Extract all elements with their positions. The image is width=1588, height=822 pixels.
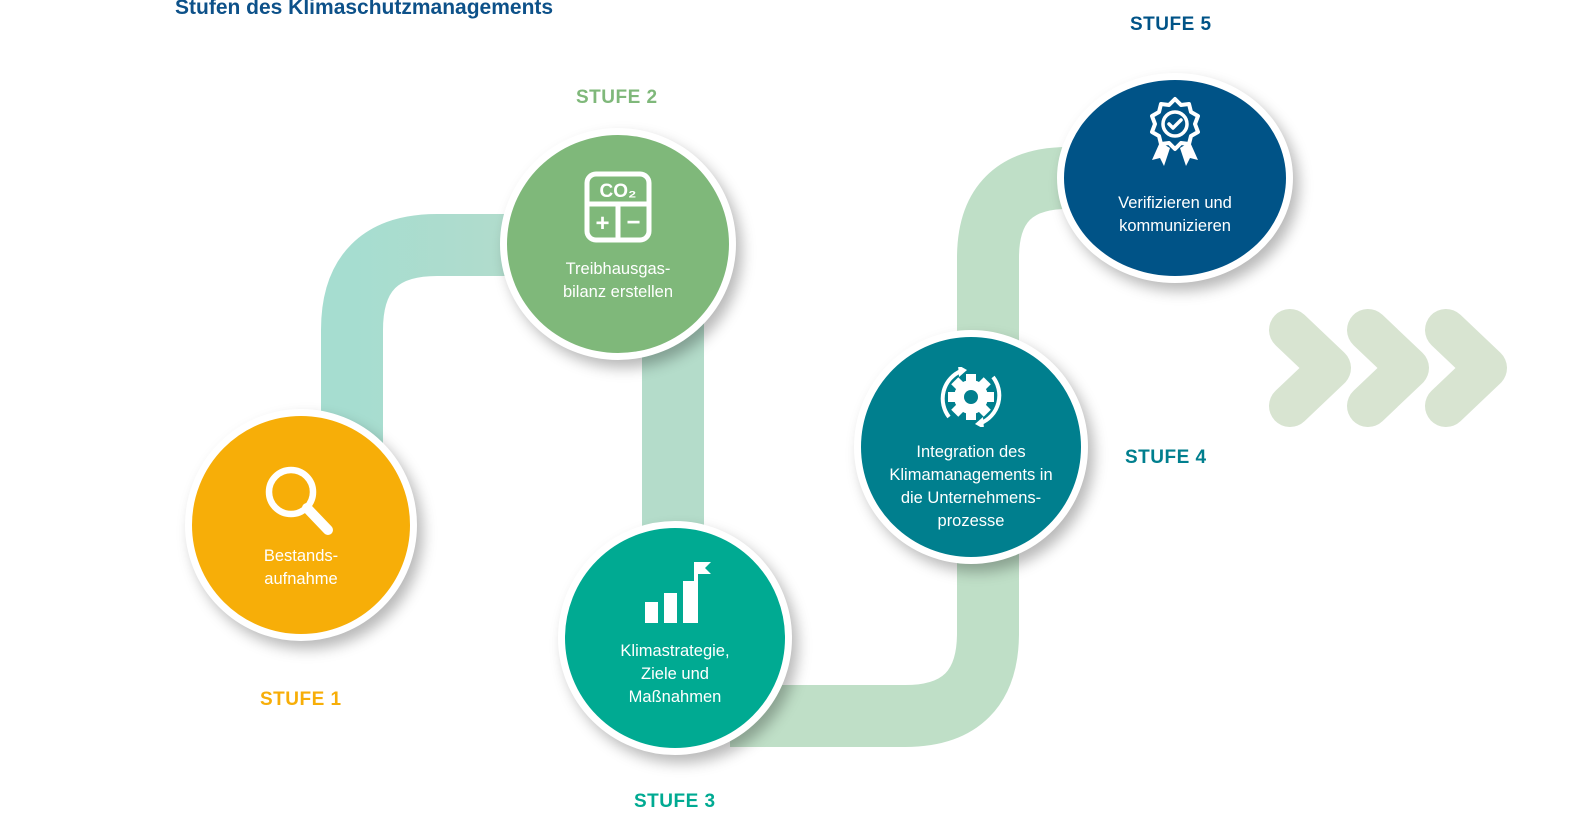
step-2-label: Treibhausgas- bilanz erstellen — [562, 260, 674, 301]
road-segment-4 — [730, 540, 1019, 747]
step-3-stage: STUFE 3 — [634, 791, 716, 812]
step-4-stage: STUFE 4 — [1125, 447, 1207, 468]
award-badge-icon — [1150, 97, 1200, 166]
magnifier-icon — [265, 466, 333, 535]
road-segment-2 — [321, 214, 520, 450]
step-5-circle: Verifizieren und kommunizieren — [1057, 73, 1293, 283]
bar-chart-flag-icon — [645, 562, 711, 623]
triple-chevron-right-icon — [1269, 309, 1507, 427]
road-segment-5 — [957, 147, 1070, 350]
step-5-stage: STUFE 5 — [1130, 14, 1212, 35]
step-1-circle: Bestands- aufnahme — [185, 409, 417, 641]
step-5-label: Verifizieren und kommunizieren — [1118, 194, 1232, 235]
co2-text: CO₂ — [600, 181, 637, 202]
step-1-stage: STUFE 1 — [260, 689, 342, 710]
step-2-circle: CO₂ + − Treibhausgas- bilanz erstellen — [500, 128, 736, 360]
minus-text: − — [626, 209, 640, 236]
step-4-label: Integration des Klimamanagements in die … — [889, 443, 1053, 530]
gear-cycle-icon — [940, 367, 1002, 427]
diagram-title: Stufen des Klimaschutzmanagements — [175, 0, 554, 19]
co2-calculator-icon: CO₂ + − — [584, 171, 652, 243]
plus-text: + — [595, 210, 609, 237]
step-1-label: Bestands- aufnahme — [263, 547, 339, 588]
step-4-circle: Integration des Klimamanagements in die … — [854, 330, 1088, 564]
step-3-label: Klimastrategie, Ziele und Maßnahmen — [620, 642, 730, 706]
step-2-stage: STUFE 2 — [576, 87, 658, 108]
step-3-circle: Klimastrategie, Ziele und Maßnahmen — [558, 521, 792, 755]
